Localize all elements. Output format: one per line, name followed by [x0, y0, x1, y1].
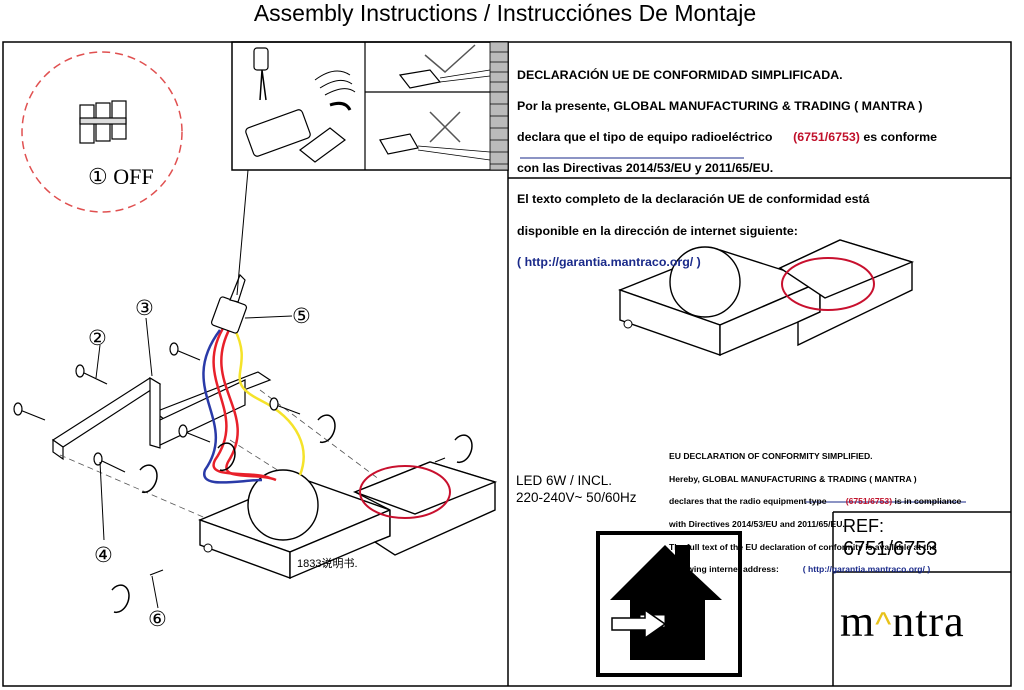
english-url-link[interactable]: ( http://garantia.mantraco.org/ ) [802, 564, 931, 575]
lamp-ring [359, 465, 451, 519]
spanish-declaration: DECLARACIÓN UE DE CONFORMIDAD SIMPLIFICA… [517, 67, 938, 269]
callout-5: ⑤ [292, 304, 311, 328]
english-declaration: EU DECLARATION OF CONFORMITY SIMPLIFIED.… [669, 451, 962, 575]
wall-hatch-top [489, 41, 509, 93]
product-image [618, 239, 915, 357]
breaker-circle [21, 51, 183, 213]
connector [210, 273, 248, 334]
step1-label: ① OFF [88, 164, 154, 189]
callout-6: ⑥ [148, 607, 167, 631]
chinese-note: 1833说明书. [297, 558, 358, 570]
page-title: Assembly Instructions / Instrucciónes De… [253, 0, 757, 26]
ref-label: REF: [843, 516, 885, 536]
connector-bad [379, 133, 419, 155]
connector-ok [398, 69, 442, 89]
indoor-use-icon [596, 531, 742, 677]
lamp-globe [247, 469, 319, 541]
cross-icon [429, 111, 461, 143]
wires [202, 324, 305, 484]
terminal-clip [299, 127, 346, 163]
brand-logo: m^ntra [840, 597, 965, 646]
terminal-block [245, 109, 311, 157]
rotate-arrows [111, 414, 473, 614]
spec-voltage: 220-240V~ 50/60Hz [516, 490, 637, 505]
lamp-screw-hole [203, 543, 213, 553]
leaders [95, 315, 293, 609]
product-ring [781, 257, 875, 311]
callout-2: ② [88, 326, 107, 350]
wall-hatch-bottom [489, 91, 509, 171]
check-icon [424, 44, 476, 73]
callout-3: ③ [135, 296, 154, 320]
spanish-url-link[interactable]: ( http://garantia.mantraco.org/ ) [517, 254, 701, 269]
ref-value: 6751/6753 [843, 538, 938, 560]
product-globe [669, 246, 741, 318]
spec-power: LED 6W / INCL. [516, 473, 613, 488]
breaker-icon [79, 100, 127, 144]
wall-plate [51, 371, 272, 461]
callout-4: ④ [94, 543, 113, 567]
